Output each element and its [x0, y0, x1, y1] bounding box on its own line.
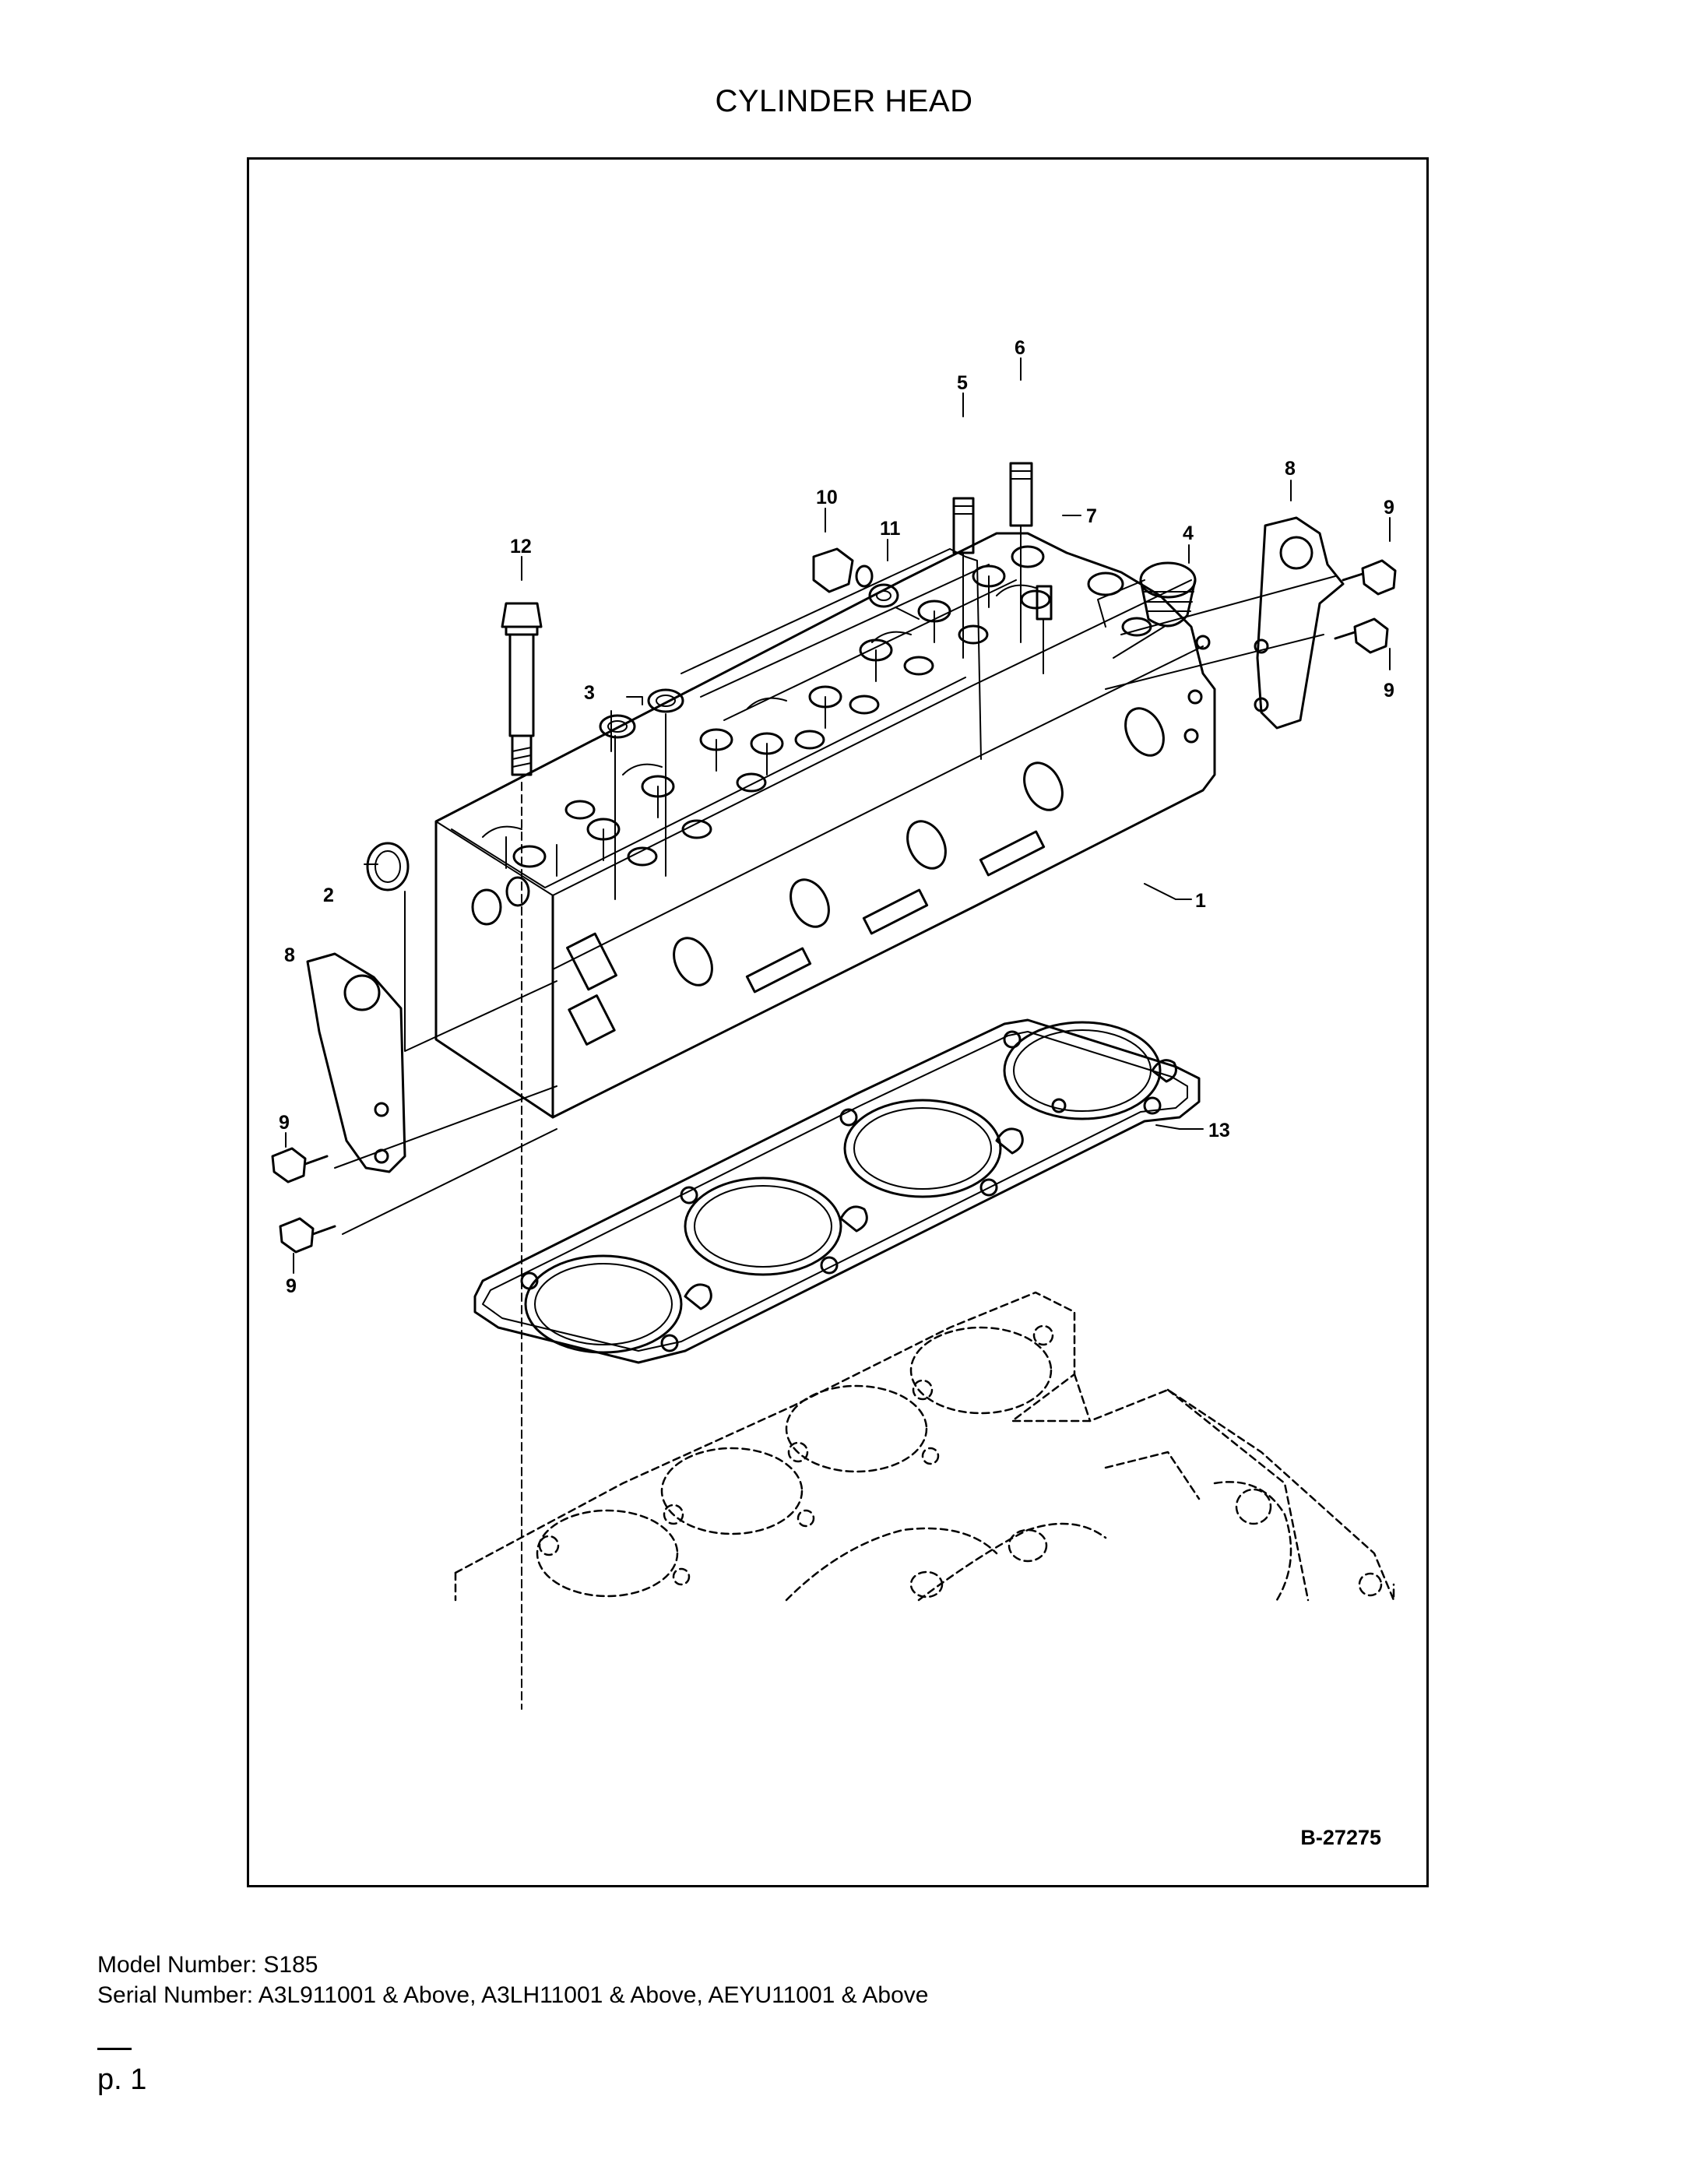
dowel-pins [952, 462, 1053, 621]
callout-11: 11 [880, 518, 901, 540]
exploded-view-diagram: 12 10 11 5 6 7 4 8 9 9 3 2 1 8 9 9 13 [271, 337, 1397, 1710]
callout-12: 12 [510, 536, 532, 557]
oil-seal [366, 842, 410, 892]
callout-1: 1 [1195, 890, 1206, 912]
callout-5: 5 [957, 372, 968, 394]
threaded-plug [1139, 561, 1197, 628]
diagram-frame: 12 10 11 5 6 7 4 8 9 9 3 2 1 8 9 9 13 B-… [247, 157, 1429, 1887]
callout-3: 3 [584, 682, 595, 704]
model-number: Model Number: S185 [97, 1952, 318, 1978]
callout-13: 13 [1208, 1120, 1230, 1141]
page-number: p. 1 [97, 2063, 147, 2096]
callout-7: 7 [1086, 505, 1097, 527]
seal-washers [599, 688, 684, 739]
callout-10: 10 [816, 487, 838, 508]
cylinder-head [434, 532, 1216, 1119]
page-title: CYLINDER HEAD [715, 84, 973, 118]
callout-6: 6 [1015, 337, 1025, 359]
lifting-bracket-right [1254, 516, 1345, 730]
callout-9-upper-left: 9 [279, 1112, 290, 1134]
callout-4: 4 [1183, 522, 1194, 544]
callout-9-lower-left: 9 [286, 1275, 297, 1297]
callout-9-lower-right: 9 [1384, 680, 1394, 702]
head-bolt [501, 602, 543, 776]
head-gasket [473, 1018, 1201, 1364]
model-info: Model Number: S185 Serial Number: A3L911… [97, 1950, 928, 2010]
callout-9-upper-right: 9 [1384, 497, 1394, 519]
lifting-bracket-left [306, 952, 406, 1173]
figure-id: B-27275 [1300, 1826, 1381, 1849]
callout-labels: 12 10 11 5 6 7 4 8 9 9 3 2 1 8 9 9 13 [279, 337, 1394, 1297]
page-number-rule [97, 2048, 132, 2050]
banjo-bolt [812, 547, 899, 608]
callout-8-left: 8 [284, 944, 295, 966]
leader-lines [285, 357, 1391, 1710]
engine-block-outline [454, 1291, 1395, 1602]
serial-number: Serial Number: A3L911001 & Above, A3LH11… [97, 1982, 929, 2008]
callout-2: 2 [323, 885, 334, 906]
bracket-bolts [271, 559, 1397, 1254]
callout-8-right: 8 [1285, 458, 1296, 480]
